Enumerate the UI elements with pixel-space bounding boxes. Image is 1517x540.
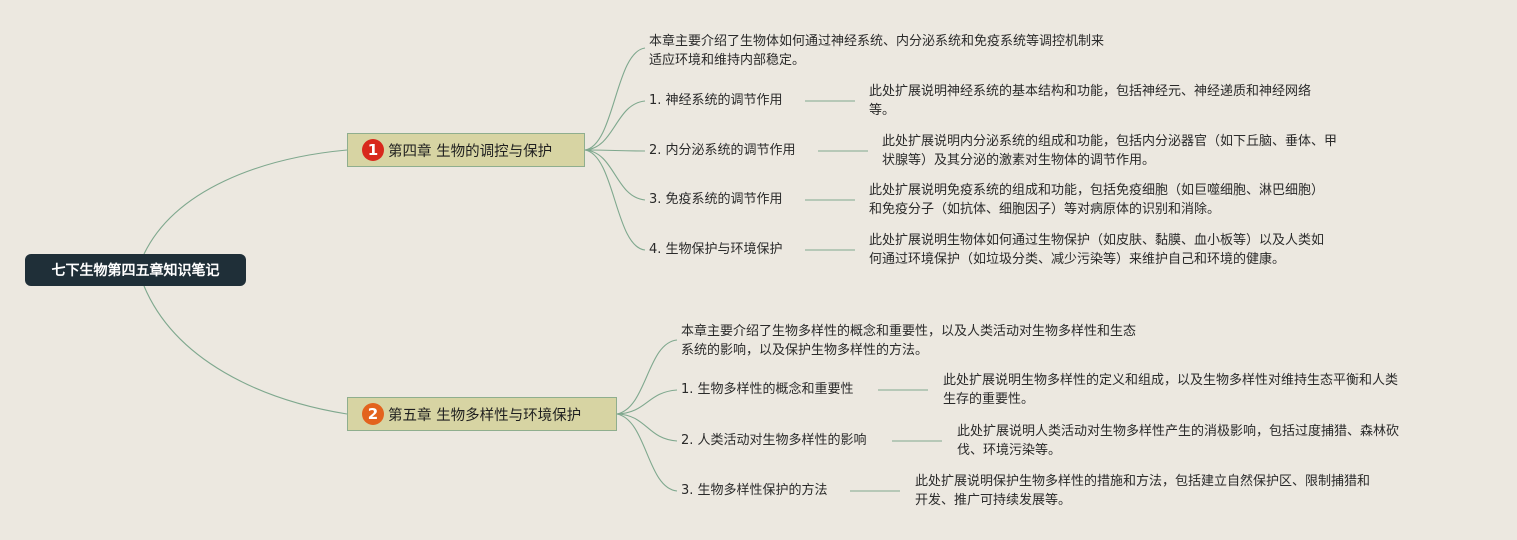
chapter-node-4[interactable]: 1 第四章 生物的调控与保护 bbox=[347, 133, 585, 167]
chapter-node-5[interactable]: 2 第五章 生物多样性与环境保护 bbox=[347, 397, 617, 431]
topic-label: 4. 生物保护与环境保护 bbox=[649, 242, 783, 257]
topic-detail[interactable]: 此处扩展说明神经系统的基本结构和功能，包括神经元、神经递质和神经网络 等。 bbox=[869, 82, 1311, 120]
priority-1-badge-icon: 1 bbox=[362, 139, 384, 161]
summary-line: 系统的影响，以及保护生物多样性的方法。 bbox=[681, 343, 929, 358]
chapter-title: 第四章 生物的调控与保护 bbox=[388, 143, 553, 160]
topic-node[interactable]: 1. 神经系统的调节作用 bbox=[649, 92, 783, 110]
chapter-summary[interactable]: 本章主要介绍了生物体如何通过神经系统、内分泌系统和免疫系统等调控机制来 适应环境… bbox=[649, 32, 1104, 70]
root-label: 七下生物第四五章知识笔记 bbox=[51, 263, 220, 279]
detail-line: 此处扩展说明人类活动对生物多样性产生的消极影响，包括过度捕猎、森林砍 bbox=[957, 424, 1400, 439]
detail-line: 此处扩展说明生物多样性的定义和组成，以及生物多样性对维持生态平衡和人类 bbox=[943, 373, 1399, 388]
summary-line: 本章主要介绍了生物体如何通过神经系统、内分泌系统和免疫系统等调控机制来 bbox=[649, 34, 1105, 49]
priority-2-badge-icon: 2 bbox=[362, 403, 384, 425]
detail-line: 此处扩展说明生物体如何通过生物保护（如皮肤、黏膜、血小板等）以及人类如 bbox=[869, 233, 1325, 248]
summary-line: 适应环境和维持内部稳定。 bbox=[649, 53, 806, 68]
topic-detail[interactable]: 此处扩展说明免疫系统的组成和功能，包括免疫细胞（如巨噬细胞、淋巴细胞） 和免疫分… bbox=[869, 181, 1324, 219]
topic-label: 1. 神经系统的调节作用 bbox=[649, 93, 783, 108]
topic-detail[interactable]: 此处扩展说明人类活动对生物多样性产生的消极影响，包括过度捕猎、森林砍 伐、环境污… bbox=[957, 422, 1399, 460]
detail-line: 何通过环境保护（如垃圾分类、减少污染等）来维护自己和环境的健康。 bbox=[869, 252, 1286, 267]
topic-detail[interactable]: 此处扩展说明内分泌系统的组成和功能，包括内分泌器官（如下丘脑、垂体、甲 状腺等）… bbox=[882, 132, 1337, 170]
topic-detail[interactable]: 此处扩展说明保护生物多样性的措施和方法，包括建立自然保护区、限制捕猎和 开发、推… bbox=[915, 472, 1370, 510]
topic-node[interactable]: 1. 生物多样性的概念和重要性 bbox=[681, 381, 854, 399]
topic-label: 3. 免疫系统的调节作用 bbox=[649, 192, 783, 207]
detail-line: 此处扩展说明免疫系统的组成和功能，包括免疫细胞（如巨噬细胞、淋巴细胞） bbox=[869, 183, 1325, 198]
topic-node[interactable]: 2. 人类活动对生物多样性的影响 bbox=[681, 432, 867, 450]
detail-line: 伐、环境污染等。 bbox=[957, 443, 1062, 458]
topic-label: 1. 生物多样性的概念和重要性 bbox=[681, 382, 854, 397]
topic-detail[interactable]: 此处扩展说明生物多样性的定义和组成，以及生物多样性对维持生态平衡和人类 生存的重… bbox=[943, 371, 1398, 409]
topic-detail[interactable]: 此处扩展说明生物体如何通过生物保护（如皮肤、黏膜、血小板等）以及人类如 何通过环… bbox=[869, 231, 1324, 269]
detail-line: 状腺等）及其分泌的激素对生物体的调节作用。 bbox=[882, 153, 1156, 168]
detail-line: 和免疫分子（如抗体、细胞因子）等对病原体的识别和消除。 bbox=[869, 202, 1221, 217]
detail-line: 此处扩展说明内分泌系统的组成和功能，包括内分泌器官（如下丘脑、垂体、甲 bbox=[882, 134, 1338, 149]
root-node[interactable]: 七下生物第四五章知识笔记 bbox=[25, 254, 246, 286]
topic-node[interactable]: 3. 免疫系统的调节作用 bbox=[649, 191, 783, 209]
topic-label: 2. 内分泌系统的调节作用 bbox=[649, 143, 796, 158]
detail-line: 此处扩展说明神经系统的基本结构和功能，包括神经元、神经递质和神经网络 bbox=[869, 84, 1312, 99]
chapter-summary[interactable]: 本章主要介绍了生物多样性的概念和重要性，以及人类活动对生物多样性和生态 系统的影… bbox=[681, 322, 1136, 360]
topic-label: 3. 生物多样性保护的方法 bbox=[681, 483, 828, 498]
chapter-title: 第五章 生物多样性与环境保护 bbox=[388, 407, 582, 424]
summary-line: 本章主要介绍了生物多样性的概念和重要性，以及人类活动对生物多样性和生态 bbox=[681, 324, 1137, 339]
topic-label: 2. 人类活动对生物多样性的影响 bbox=[681, 433, 867, 448]
topic-node[interactable]: 4. 生物保护与环境保护 bbox=[649, 241, 783, 259]
detail-line: 生存的重要性。 bbox=[943, 392, 1035, 407]
topic-node[interactable]: 2. 内分泌系统的调节作用 bbox=[649, 142, 796, 160]
detail-line: 等。 bbox=[869, 103, 896, 118]
detail-line: 开发、推广可持续发展等。 bbox=[915, 493, 1072, 508]
topic-node[interactable]: 3. 生物多样性保护的方法 bbox=[681, 482, 828, 500]
detail-line: 此处扩展说明保护生物多样性的措施和方法，包括建立自然保护区、限制捕猎和 bbox=[915, 474, 1371, 489]
